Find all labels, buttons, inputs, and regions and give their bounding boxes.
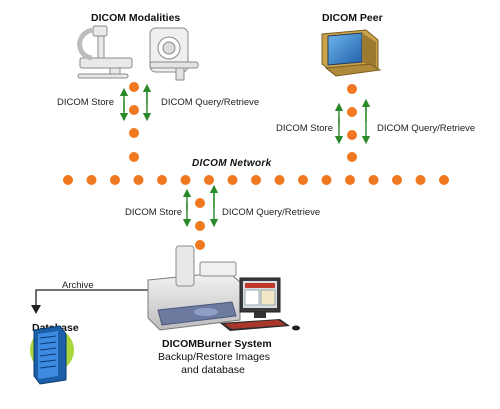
- network-dot: [129, 105, 139, 115]
- network-dots: [63, 82, 449, 250]
- archive-label: Archive: [62, 280, 94, 291]
- network-dot: [347, 152, 357, 162]
- network-dot: [345, 175, 355, 185]
- network-dot: [63, 175, 73, 185]
- network-dot: [298, 175, 308, 185]
- network-dot: [129, 82, 139, 92]
- c-arm-xray-icon: [77, 25, 133, 79]
- network-dot: [321, 175, 332, 185]
- network-dot: [227, 175, 238, 185]
- disc-burner-icon: [147, 245, 241, 331]
- ct-scanner-icon: [149, 27, 199, 81]
- network-dot: [180, 175, 191, 185]
- network-dot: [204, 175, 214, 185]
- network-dot: [368, 175, 379, 185]
- network-dot: [392, 175, 402, 185]
- network-dot: [251, 175, 261, 185]
- archive-connector: [31, 289, 150, 314]
- network-dot: [439, 175, 449, 185]
- peer-store-label: DICOM Store: [276, 123, 334, 134]
- peer-query-label: DICOM Query/Retrieve: [377, 123, 476, 134]
- network-dot: [195, 221, 205, 231]
- modalities-query-label: DICOM Query/Retrieve: [161, 97, 260, 108]
- server-rack-icon: [30, 325, 74, 385]
- network-dot: [133, 175, 144, 185]
- crt-monitor-icon: [321, 29, 382, 77]
- network-dot: [195, 240, 205, 250]
- network-dot: [129, 128, 139, 138]
- system-arrows: [182, 184, 219, 228]
- network-dot: [347, 84, 357, 94]
- modalities-title: DICOM Modalities: [91, 12, 181, 24]
- network-dot: [157, 175, 167, 185]
- network-dot: [347, 130, 357, 140]
- network-dot: [110, 175, 120, 185]
- network-dot: [274, 175, 285, 185]
- modalities-store-label: DICOM Store: [57, 97, 115, 108]
- network-dot: [86, 175, 97, 185]
- peer-arrows: [334, 98, 371, 145]
- system-title: DICOMBurner System: [162, 338, 272, 350]
- system-subtitle-line2: and database: [181, 364, 245, 376]
- network-label: DICOM Network: [192, 158, 272, 169]
- peer-title: DICOM Peer: [322, 12, 383, 24]
- network-dot: [347, 107, 357, 117]
- system-store-label: DICOM Store: [125, 207, 183, 218]
- archive-arrowhead: [31, 305, 41, 314]
- workstation-monitor-icon: [220, 277, 300, 331]
- network-dot: [195, 198, 205, 208]
- system-subtitle-line1: Backup/Restore Images: [158, 351, 271, 363]
- network-dot: [129, 152, 139, 162]
- system-query-label: DICOM Query/Retrieve: [222, 207, 321, 218]
- network-dot: [415, 175, 426, 185]
- modalities-arrows: [119, 83, 152, 122]
